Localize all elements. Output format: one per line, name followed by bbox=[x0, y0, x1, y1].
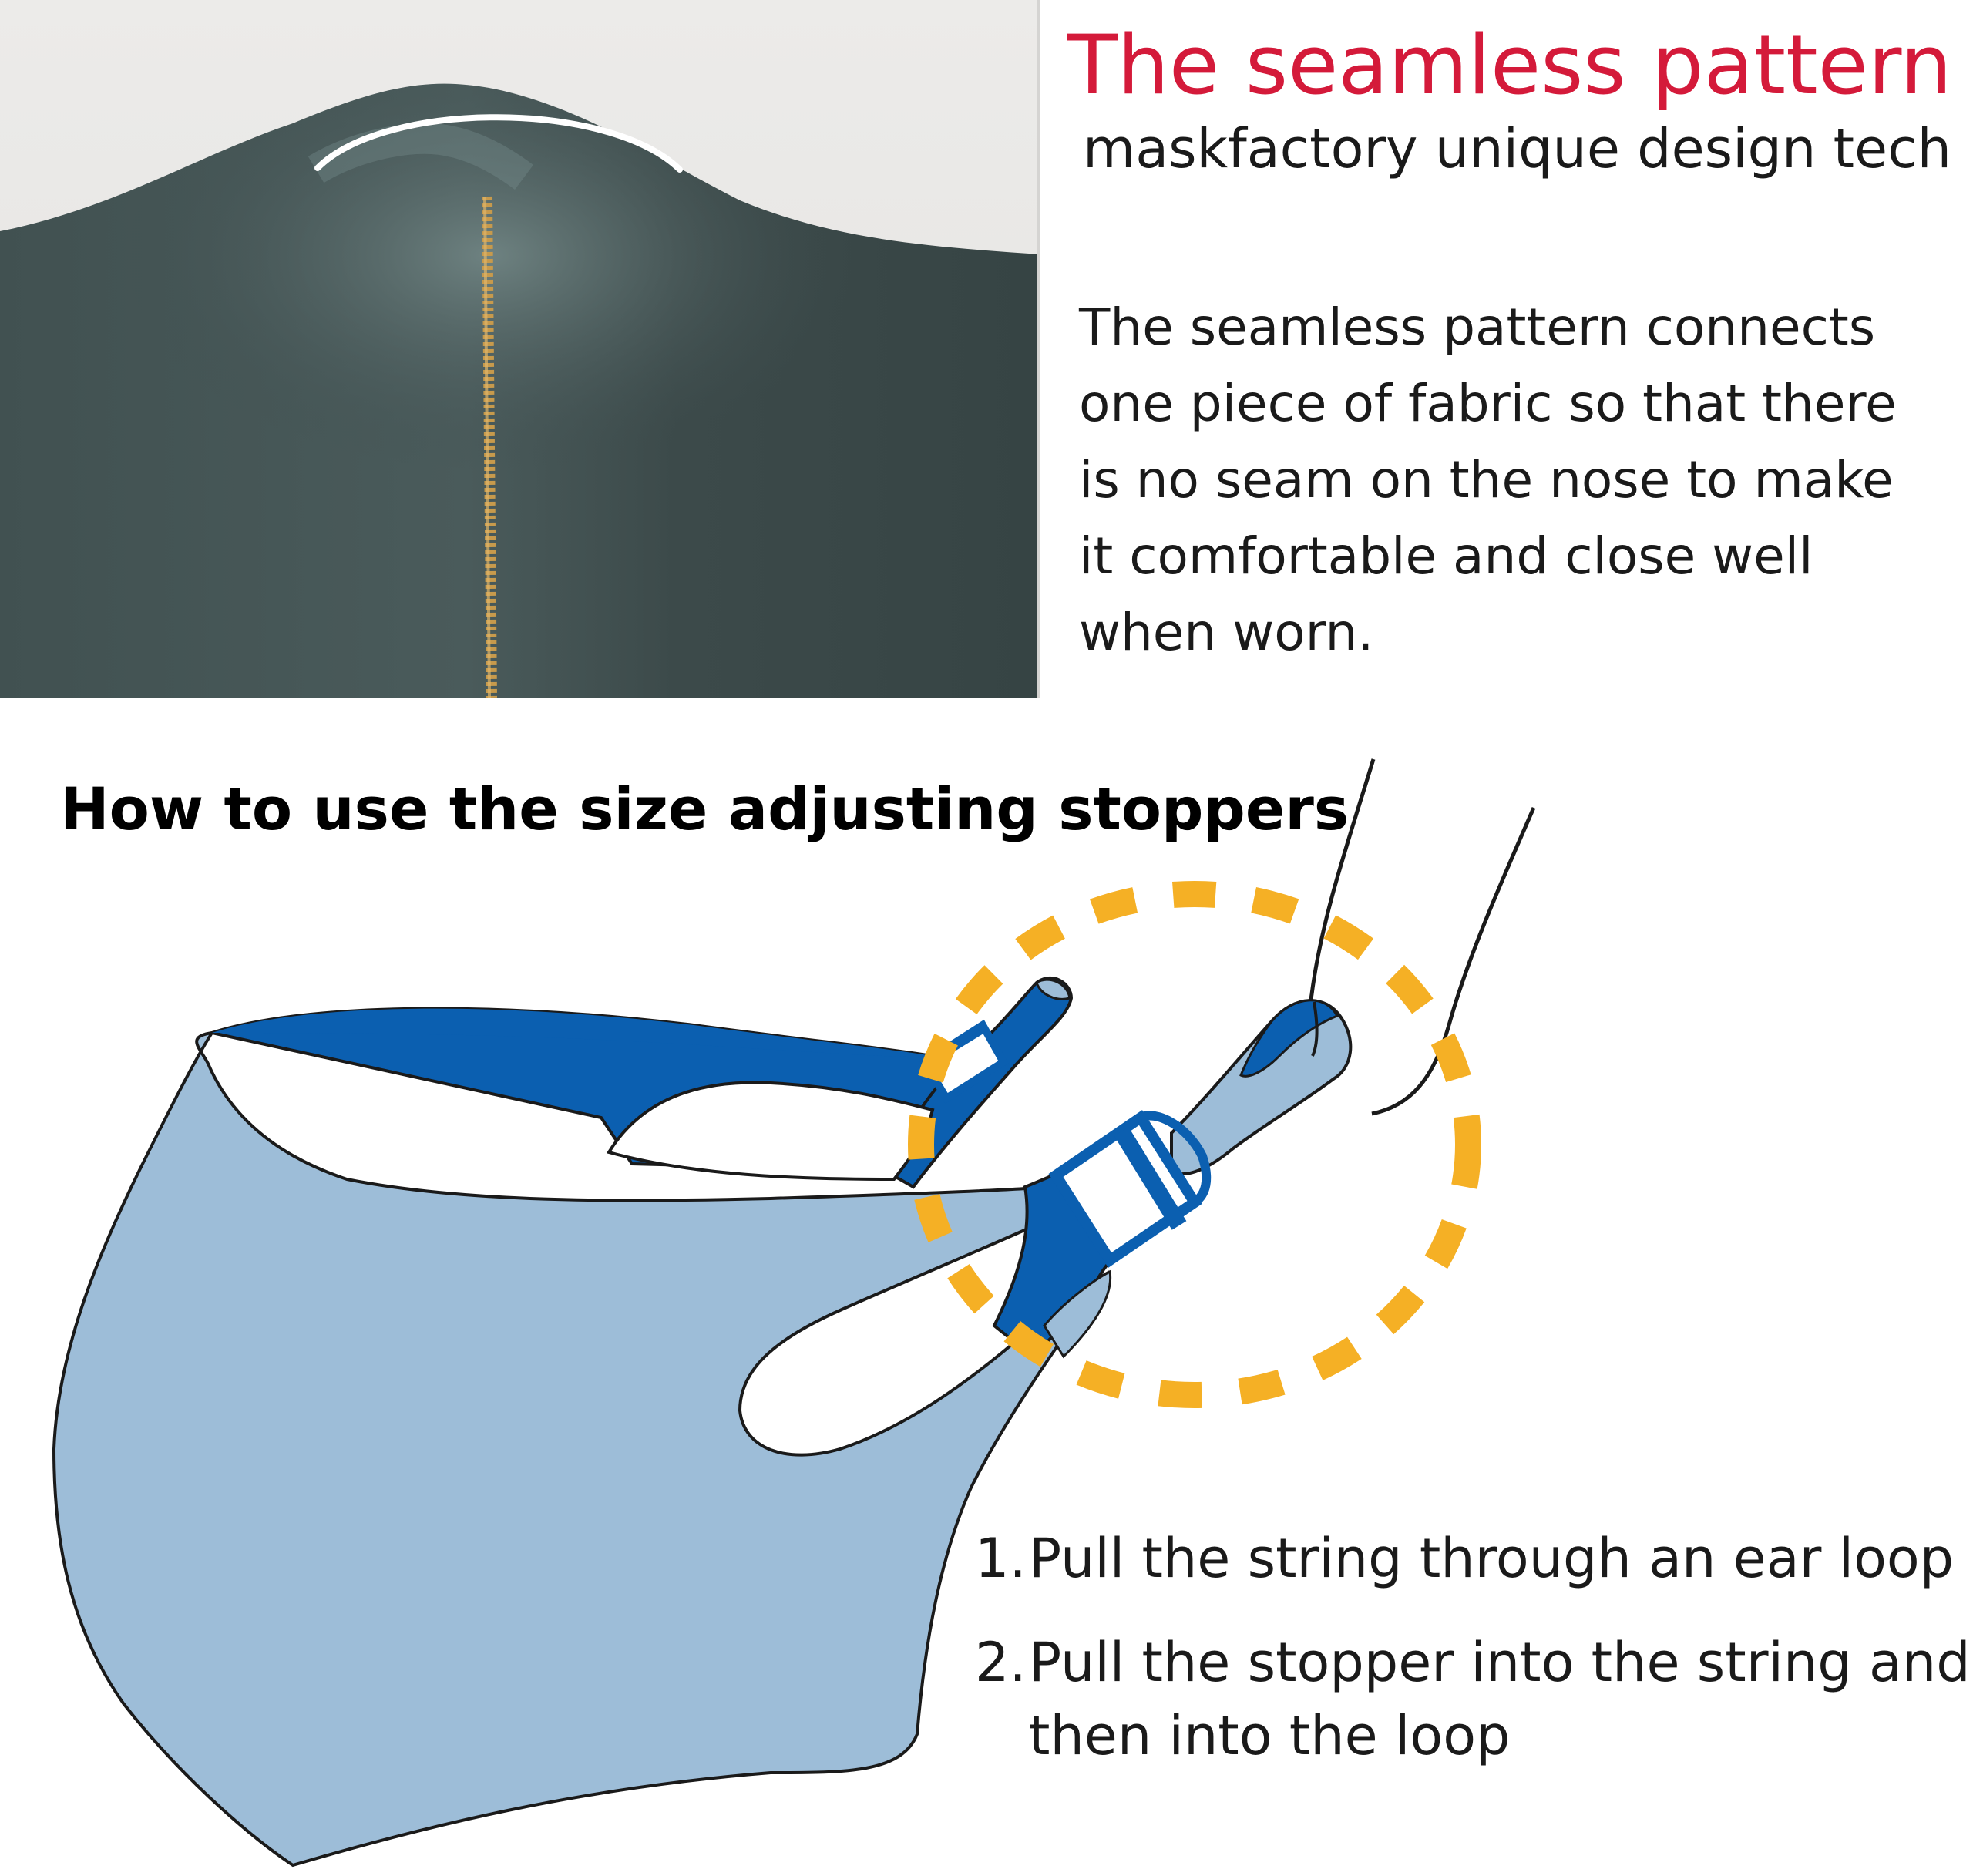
instruction-step-1: 1. Pull the string through an ear loop bbox=[975, 1522, 1971, 1595]
step-text-line: Pull the string through an ear loop bbox=[1029, 1527, 1955, 1590]
step-text-line: Pull the stopper into the string and bbox=[1029, 1631, 1971, 1694]
description-line: it comfortable and close well bbox=[1079, 526, 1813, 586]
description-line: is no seam on the nose to make bbox=[1079, 450, 1894, 509]
step-text: Pull the string through an ear loop bbox=[1029, 1522, 1954, 1595]
step-text: Pull the stopper into the string and the… bbox=[1029, 1626, 1971, 1773]
description-line: when worn. bbox=[1079, 603, 1374, 662]
step-text-line: then into the loop bbox=[1029, 1704, 1511, 1767]
seamless-fabric-photo bbox=[0, 0, 1040, 698]
ear-loop-tube bbox=[1170, 999, 1353, 1176]
mask-body bbox=[52, 1030, 1111, 1868]
step-number: 2. bbox=[975, 1631, 1027, 1694]
instruction-step-2: 2. Pull the stopper into the string and … bbox=[975, 1626, 1971, 1773]
string-right bbox=[1371, 807, 1536, 1116]
stopper-front-icon bbox=[1048, 1110, 1212, 1268]
seamless-title: The seamless pattern bbox=[1067, 18, 1952, 113]
seamless-description: The seamless pattern connects one piece … bbox=[1079, 289, 1958, 671]
step-number: 1. bbox=[975, 1527, 1027, 1590]
description-line: The seamless pattern connects bbox=[1079, 298, 1876, 357]
seamless-subtitle: maskfactory unique design tech bbox=[1083, 117, 1951, 180]
mask-opening-upper bbox=[606, 1081, 935, 1182]
description-line: one piece of fabric so that there bbox=[1079, 374, 1897, 433]
stopper-highlight-circle bbox=[908, 881, 1481, 1408]
instruction-steps: 1. Pull the string through an ear loop 2… bbox=[975, 1522, 1971, 1773]
mask-stopper-illustration bbox=[52, 758, 1536, 1868]
stopper-heading: How to use the size adjusting stoppers bbox=[60, 775, 1350, 843]
